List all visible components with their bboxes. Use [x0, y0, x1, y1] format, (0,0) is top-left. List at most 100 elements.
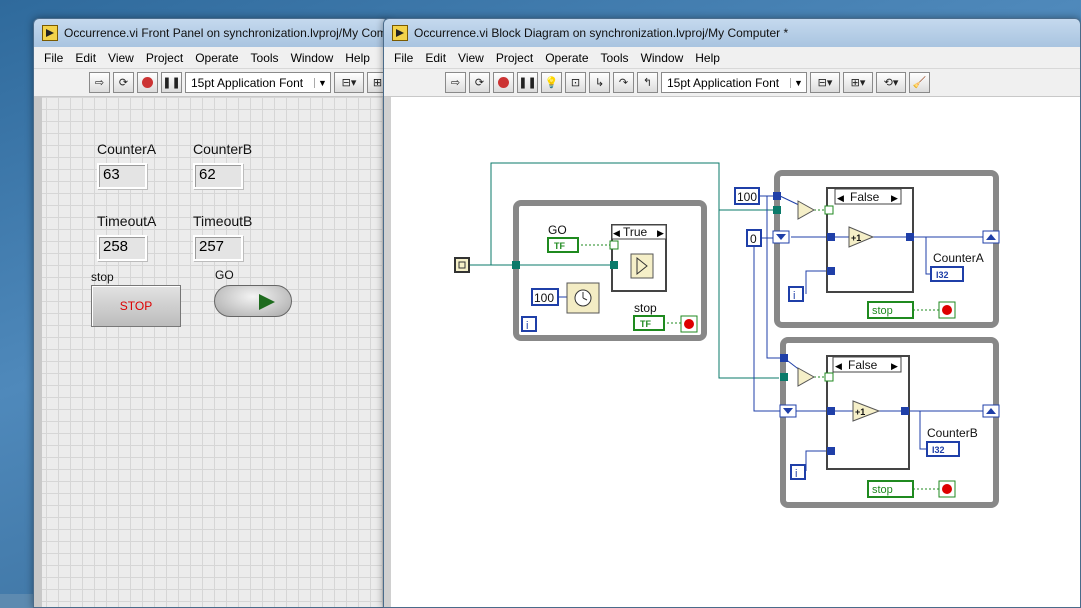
- menu-tools[interactable]: Tools: [250, 50, 279, 65]
- run-arrow-icon[interactable]: ⇨: [89, 72, 110, 93]
- consumer-a-while-loop[interactable]: [774, 170, 999, 328]
- consumer-a-iteration-label: i: [793, 290, 795, 302]
- block-diagram-window[interactable]: Occurrence.vi Block Diagram on synchroni…: [383, 18, 1081, 608]
- clean-up-diagram-icon[interactable]: 🧹: [909, 72, 930, 93]
- set-occurrence-node[interactable]: [630, 253, 654, 279]
- shift-register-arrow-icon: [986, 408, 996, 414]
- menu-help[interactable]: Help: [695, 50, 720, 65]
- highlight-execution-icon[interactable]: 💡: [541, 72, 562, 93]
- case-selector-b[interactable]: [832, 356, 902, 373]
- consumer-b-iteration-terminal: [790, 464, 806, 480]
- counterA-label: CounterA: [97, 141, 157, 157]
- block-diagram-titlebar[interactable]: Occurrence.vi Block Diagram on synchroni…: [384, 19, 1080, 47]
- align-objects-icon[interactable]: ⊟▾: [334, 72, 364, 93]
- zero-constant[interactable]: [746, 229, 762, 247]
- go-label: GO: [215, 268, 234, 282]
- step-out-icon[interactable]: ↰: [637, 72, 658, 93]
- menu-edit[interactable]: Edit: [75, 50, 97, 65]
- consumer-a-iteration-terminal: [788, 286, 804, 302]
- case-selector-a[interactable]: [834, 188, 902, 205]
- case-selector[interactable]: [611, 224, 667, 240]
- stop-condition-icon: [684, 319, 694, 329]
- font-selector[interactable]: 15pt Application Font▼: [185, 72, 331, 93]
- font-selector-value: 15pt Application Font: [191, 75, 304, 90]
- generate-occurrence-node[interactable]: [454, 257, 470, 273]
- stop-local-variable-a[interactable]: [867, 301, 914, 319]
- increment-b-node[interactable]: [852, 400, 881, 422]
- producer-while-loop[interactable]: [513, 200, 707, 341]
- align-objects-icon[interactable]: ⊟▾: [810, 72, 840, 93]
- stop-label: stop: [91, 270, 114, 284]
- increment-a-node[interactable]: [848, 226, 875, 248]
- counterB-indicator[interactable]: 62: [193, 163, 243, 189]
- stop-button[interactable]: STOP: [91, 285, 181, 327]
- abort-icon[interactable]: [137, 72, 158, 93]
- menu-project[interactable]: Project: [145, 50, 184, 65]
- wait-on-occurrence-a-node[interactable]: [797, 200, 816, 220]
- reorder-icon[interactable]: ⟲▾: [876, 72, 906, 93]
- case-next-icon[interactable]: ▶: [891, 193, 898, 203]
- timeoutB-indicator[interactable]: 257: [193, 235, 243, 261]
- case-prev-icon[interactable]: ◀: [613, 228, 620, 238]
- menu-file[interactable]: File: [44, 50, 64, 65]
- counterB-terminal[interactable]: [926, 441, 960, 457]
- timeoutA-label: TimeoutA: [97, 213, 157, 229]
- menu-file[interactable]: File: [394, 50, 414, 65]
- boolean-wires: [573, 209, 939, 490]
- consumer-b-iteration-label: i: [795, 468, 797, 480]
- retain-wire-values-icon[interactable]: ⊡: [565, 72, 586, 93]
- menu-project[interactable]: Project: [495, 50, 534, 65]
- block-diagram-canvas[interactable]: [384, 97, 1080, 607]
- increment-b-label: +1: [855, 407, 865, 417]
- abort-icon[interactable]: [493, 72, 514, 93]
- run-continuously-icon[interactable]: ⟳: [113, 72, 134, 93]
- case-b-iter-tunnel: [827, 447, 835, 455]
- timeoutA-indicator[interactable]: 258: [97, 235, 147, 261]
- producer-iteration-label: i: [526, 320, 528, 332]
- go-button[interactable]: [214, 285, 292, 317]
- pause-icon[interactable]: ❚❚: [517, 72, 538, 93]
- menu-operate[interactable]: Operate: [545, 50, 589, 65]
- step-into-icon[interactable]: ↳: [589, 72, 610, 93]
- menu-view[interactable]: View: [458, 50, 484, 65]
- counterA-terminal[interactable]: [930, 266, 964, 282]
- go-terminal[interactable]: [547, 237, 579, 253]
- counterA-indicator[interactable]: 63: [97, 163, 147, 189]
- front-panel-titlebar[interactable]: Occurrence.vi Front Panel on synchroniza…: [34, 19, 388, 47]
- case-selector-label-true: True: [623, 225, 648, 239]
- timeout-constant[interactable]: [734, 187, 760, 205]
- distribute-objects-icon[interactable]: ⊞▾: [843, 72, 873, 93]
- case-prev-icon[interactable]: ◀: [835, 361, 842, 371]
- counterB-label: CounterB: [193, 141, 253, 157]
- block-diagram-title: Occurrence.vi Block Diagram on synchroni…: [414, 26, 789, 40]
- wait-on-occurrence-b-node[interactable]: [797, 367, 816, 387]
- case-a-input-tunnel: [827, 233, 835, 241]
- stop-condition-icon: [942, 305, 952, 315]
- case-prev-icon[interactable]: ◀: [837, 193, 844, 203]
- menu-help[interactable]: Help: [345, 50, 370, 65]
- menu-tools[interactable]: Tools: [600, 50, 629, 65]
- font-selector[interactable]: 15pt Application Font▼: [661, 72, 807, 93]
- step-over-icon[interactable]: ↷: [613, 72, 634, 93]
- case-a-iter-tunnel: [827, 267, 835, 275]
- consumer-b-timeout-tunnel: [780, 354, 788, 362]
- block-diagram-menubar: File Edit View Project Operate Tools Win…: [384, 47, 1080, 69]
- consumer-b-while-loop[interactable]: [780, 337, 999, 508]
- clock-hands-icon: [582, 292, 588, 301]
- case-next-icon[interactable]: ▶: [891, 361, 898, 371]
- run-arrow-icon[interactable]: ⇨: [445, 72, 466, 93]
- front-panel-toolbar: ⇨ ⟳ ❚❚ 15pt Application Font▼ ⊟▾ ⊞: [34, 69, 388, 97]
- pause-icon[interactable]: ❚❚: [161, 72, 182, 93]
- front-panel-canvas[interactable]: [34, 97, 388, 607]
- front-panel-window[interactable]: Occurrence.vi Front Panel on synchroniza…: [33, 18, 389, 608]
- menu-window[interactable]: Window: [290, 50, 334, 65]
- counterB-terminal-label: CounterB: [927, 426, 978, 440]
- stop-terminal[interactable]: [633, 315, 665, 331]
- run-continuously-icon[interactable]: ⟳: [469, 72, 490, 93]
- case-next-icon[interactable]: ▶: [657, 228, 664, 238]
- stop-local-variable-b[interactable]: [867, 480, 914, 498]
- menu-edit[interactable]: Edit: [425, 50, 447, 65]
- menu-operate[interactable]: Operate: [195, 50, 239, 65]
- menu-window[interactable]: Window: [640, 50, 684, 65]
- menu-view[interactable]: View: [108, 50, 134, 65]
